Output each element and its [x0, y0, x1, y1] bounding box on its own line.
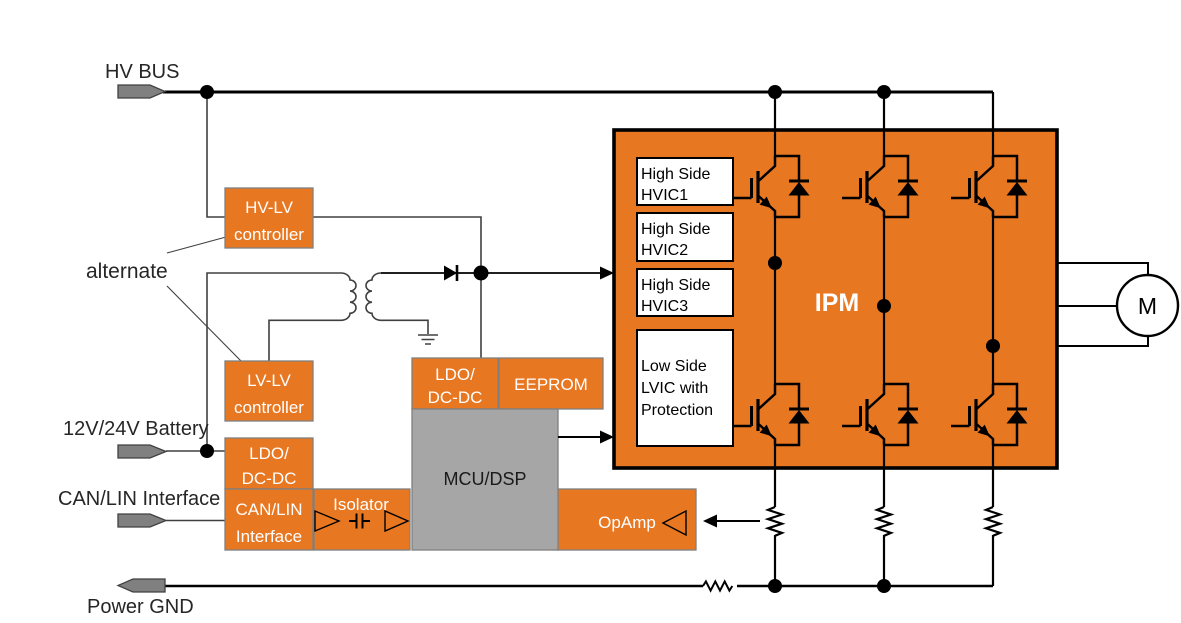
svg-text:HVIC2: HVIC2	[641, 242, 688, 259]
svg-text:LVIC with: LVIC with	[641, 380, 708, 397]
svg-text:High Side: High Side	[641, 166, 710, 183]
svg-text:CAN/LIN: CAN/LIN	[235, 500, 302, 519]
svg-text:LV-LV: LV-LV	[247, 371, 291, 390]
svg-text:MCU/DSP: MCU/DSP	[443, 469, 526, 489]
svg-text:HVIC1: HVIC1	[641, 187, 688, 204]
svg-text:Power GND: Power GND	[87, 596, 194, 618]
svg-text:Isolator: Isolator	[333, 495, 389, 514]
svg-text:DC-DC: DC-DC	[428, 388, 483, 407]
svg-text:M: M	[1138, 293, 1157, 319]
svg-text:HV-LV: HV-LV	[245, 198, 294, 217]
svg-text:DC-DC: DC-DC	[242, 469, 297, 488]
svg-text:CAN/LIN Interface: CAN/LIN Interface	[58, 488, 220, 510]
svg-text:OpAmp: OpAmp	[598, 513, 656, 532]
svg-text:Protection: Protection	[641, 402, 713, 419]
svg-text:High Side: High Side	[641, 221, 710, 238]
svg-text:alternate: alternate	[86, 260, 168, 283]
svg-text:High Side: High Side	[641, 277, 710, 294]
svg-text:controller: controller	[234, 225, 304, 244]
svg-text:EEPROM: EEPROM	[514, 375, 588, 394]
svg-text:controller: controller	[234, 398, 304, 417]
svg-text:IPM: IPM	[815, 289, 859, 317]
svg-text:12V/24V Battery: 12V/24V Battery	[63, 418, 209, 440]
svg-text:HVIC3: HVIC3	[641, 298, 688, 315]
svg-text:HV BUS: HV BUS	[105, 61, 179, 83]
svg-text:Interface: Interface	[236, 527, 302, 546]
svg-text:LDO/: LDO/	[249, 444, 289, 463]
svg-text:LDO/: LDO/	[435, 365, 475, 384]
svg-text:Low Side: Low Side	[641, 358, 707, 375]
